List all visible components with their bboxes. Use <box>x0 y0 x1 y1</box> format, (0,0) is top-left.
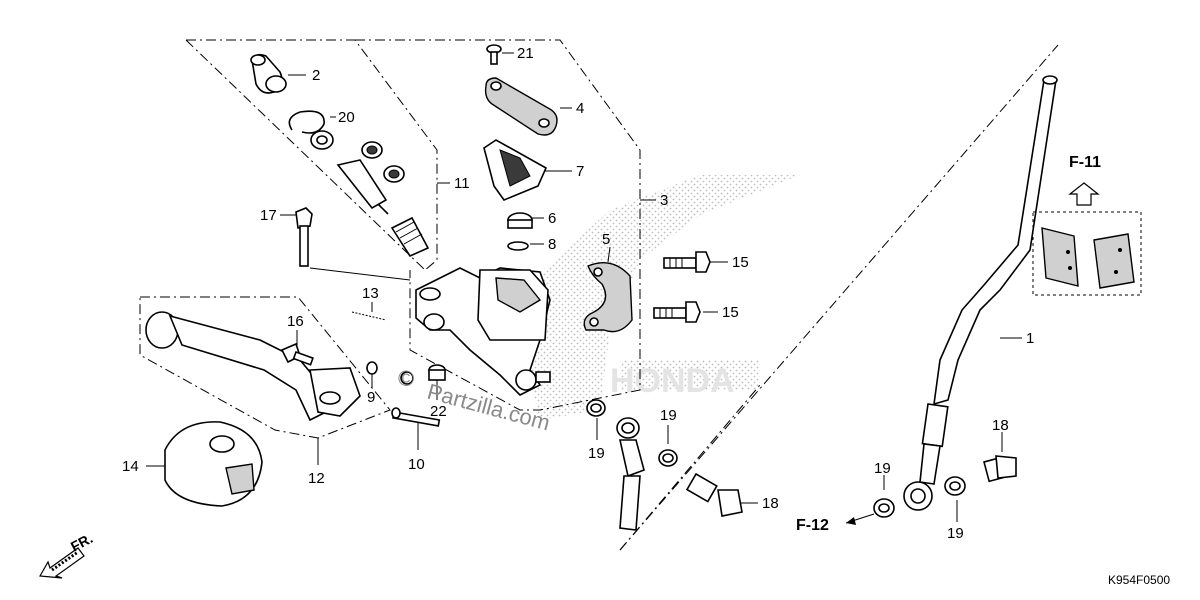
callout-19-b: 19 <box>660 407 677 424</box>
callout-19-c: 19 <box>874 460 891 477</box>
f11-reference-label: F-11 <box>1069 154 1101 171</box>
part-8-ring <box>507 241 529 251</box>
brand-wing-watermark: HONDA <box>510 175 800 420</box>
part-19-washer-2 <box>658 449 678 467</box>
part-19-washer-1 <box>586 399 606 417</box>
part-16-adjuster <box>280 342 314 366</box>
leader-lines <box>146 52 1022 522</box>
callout-12: 12 <box>308 470 325 487</box>
part-19-washer-4 <box>944 476 966 496</box>
callout-5: 5 <box>602 231 610 248</box>
f12-reference-label: F-12 <box>796 517 829 534</box>
part-10-pin <box>391 407 441 427</box>
callout-19-d: 19 <box>947 525 964 542</box>
part-15-bolt-lower <box>653 301 701 323</box>
callout-8: 8 <box>548 236 556 253</box>
part-3-master-cylinder <box>415 267 551 396</box>
callout-19-a: 19 <box>588 445 605 462</box>
callout-labels: 2 20 21 4 7 6 8 3 5 15 15 11 17 13 16 9 … <box>122 45 1034 542</box>
callout-9: 9 <box>367 389 375 406</box>
callout-10: 10 <box>408 456 425 473</box>
part-14-lever-cover <box>164 421 263 507</box>
callout-18-left: 18 <box>762 495 779 512</box>
part-6-plate <box>507 212 533 229</box>
assembly-outline-11 <box>185 39 438 271</box>
assembly-outline-3 <box>355 39 641 411</box>
part-18-banjo-bolt-right <box>983 455 1017 483</box>
callout-14: 14 <box>122 458 139 475</box>
callout-4: 4 <box>576 100 584 117</box>
front-label: FR. <box>68 530 95 555</box>
callout-20: 20 <box>338 109 355 126</box>
callout-3: 3 <box>660 192 668 209</box>
part-7-diaphragm <box>483 139 548 201</box>
callout-15-upper: 15 <box>732 254 749 271</box>
callout-15-lower: 15 <box>722 304 739 321</box>
hose-banjo-end <box>616 417 645 531</box>
part-9-washer <box>366 361 378 375</box>
part-piston-set <box>310 130 430 258</box>
f11-reference-inset <box>1032 211 1142 296</box>
callout-6: 6 <box>548 210 556 227</box>
part-13-spring <box>351 311 387 321</box>
part-2-boot <box>250 53 287 94</box>
callout-22: 22 <box>430 403 447 420</box>
watermark-copyright-symbol: © <box>398 366 414 391</box>
part-22-dust-seal <box>400 364 446 385</box>
part-12-brake-lever <box>145 311 361 422</box>
part-21-screw <box>486 44 502 65</box>
part-4-reservoir-cap <box>484 77 558 136</box>
callout-1: 1 <box>1026 330 1034 347</box>
assembly-outline-1 <box>619 44 1059 551</box>
callout-17: 17 <box>260 207 277 224</box>
callout-11: 11 <box>454 175 470 192</box>
diagram-code: K954F0500 <box>1108 573 1170 587</box>
part-18-banjo-bolt-left <box>685 472 743 517</box>
part-15-bolt-upper <box>663 251 711 273</box>
hollow-up-arrow-icon <box>1068 182 1100 206</box>
front-direction-arrow-icon <box>39 547 85 579</box>
svg-text:HONDA: HONDA <box>610 362 735 400</box>
part-20-snap-ring <box>288 110 325 134</box>
part-1-brake-hose <box>903 75 1058 511</box>
part-5-holder-clamp <box>583 262 633 333</box>
part-17-pivot-bolt <box>295 207 313 267</box>
callout-2: 2 <box>312 67 320 84</box>
callout-18-right: 18 <box>992 417 1009 434</box>
part-19-washer-3 <box>873 498 895 518</box>
callout-13: 13 <box>362 285 379 302</box>
callout-16: 16 <box>287 313 304 330</box>
callout-21: 21 <box>517 45 534 62</box>
callout-7: 7 <box>576 163 584 180</box>
f12-arrow-icon <box>845 513 875 525</box>
